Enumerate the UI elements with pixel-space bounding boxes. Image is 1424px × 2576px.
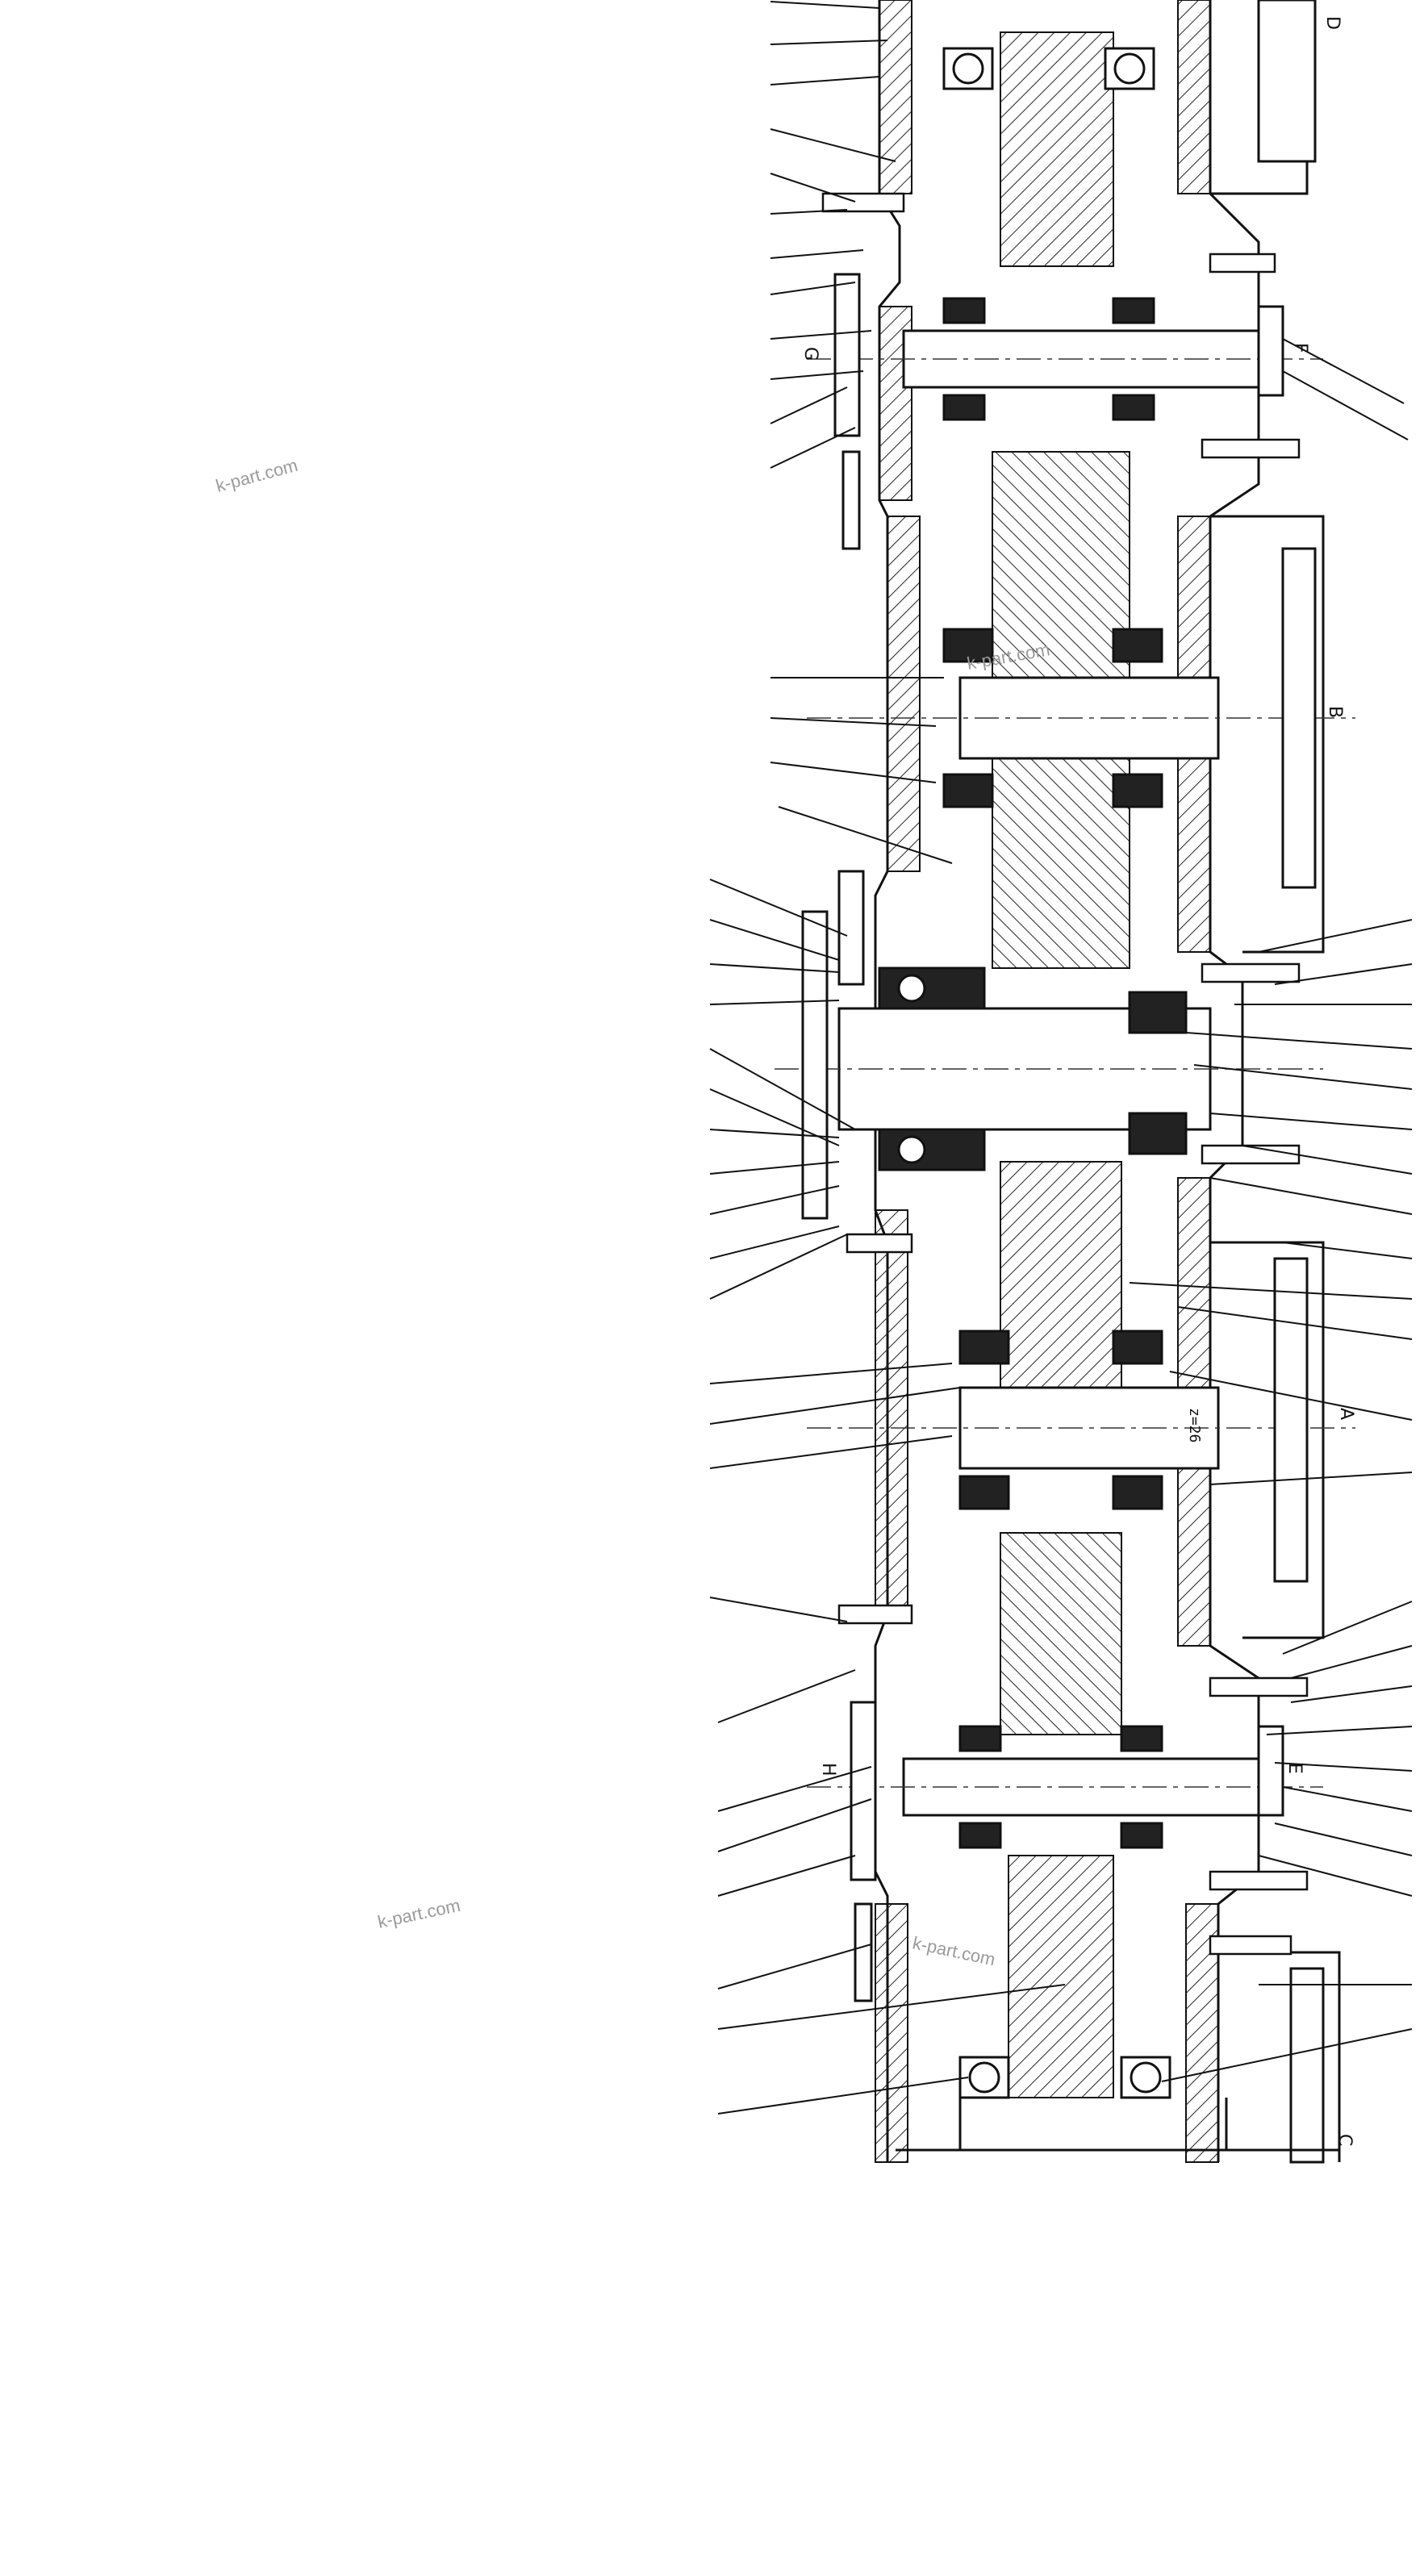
section-mark-e: E [1284, 1763, 1305, 1774]
bottom-frame [896, 2098, 1339, 2152]
bearings [878, 47, 1188, 2099]
section-mark-b: B [1325, 706, 1345, 718]
leader-lines-left [709, 1, 1066, 2115]
side-covers [801, 273, 877, 2002]
section-mark-h: H [818, 1763, 838, 1776]
watermark-3: k-part.com [376, 1895, 462, 1932]
gear-bodies [992, 31, 1130, 2098]
section-mark-c: C [1334, 2134, 1355, 2146]
section-mark-f: F [1290, 343, 1310, 353]
bolts [821, 192, 1309, 1956]
section-mark-d: D [1322, 16, 1343, 30]
right-covers [1257, 0, 1325, 2164]
center-lines [775, 358, 1355, 1788]
shafts [837, 329, 1276, 1817]
leader-lines-right [1129, 338, 1413, 2082]
watermark-1: k-part.com [214, 455, 300, 496]
watermark-4: k-part.com [911, 1932, 997, 1969]
section-mark-a: A [1336, 1408, 1356, 1420]
gear-note: z=26 [1186, 1408, 1203, 1442]
section-mark-g: G [800, 347, 821, 361]
